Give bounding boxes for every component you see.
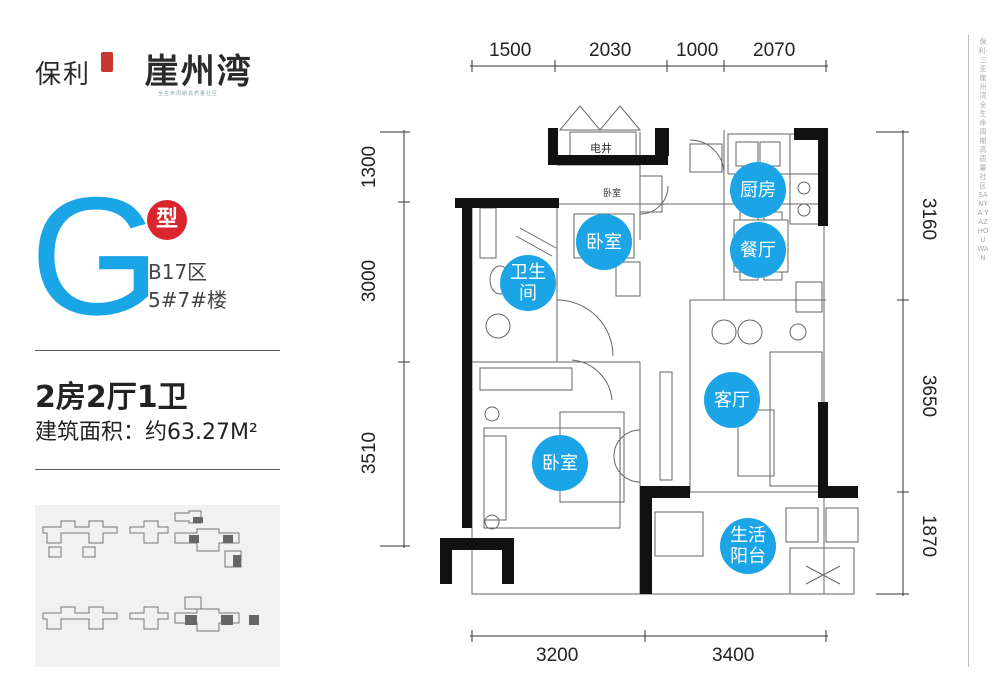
brand-logo-prefix: 保利	[35, 60, 92, 90]
brand-logo-name: 崖州湾	[144, 52, 253, 92]
brand-seal-icon	[101, 52, 113, 72]
room-kitchen-label: 厨房	[740, 179, 776, 201]
dim-right-1: 3160	[918, 197, 939, 241]
room-balcony-label-2: 阳台	[730, 546, 766, 567]
unit-area: 建筑面积：约63.27M²	[35, 420, 258, 445]
room-bathroom: 卫生 间	[500, 255, 556, 311]
dim-right-2: 3650	[918, 374, 939, 418]
dim-bottom-1: 3200	[536, 645, 579, 666]
side-rule	[968, 35, 969, 667]
side-vertical-text: 保利·三亚崖州湾 全生命周期高质量社区 SANYA YAZHOUWAN	[977, 38, 989, 262]
room-dining-label: 餐厅	[740, 239, 776, 261]
dim-left-3: 3510	[359, 431, 380, 475]
unit-layout: 2房2厅1卫	[35, 380, 188, 415]
divider-bottom	[35, 469, 280, 470]
structural-walls	[440, 128, 858, 594]
unit-type-letter: G	[30, 162, 161, 350]
dim-left-2: 3000	[359, 259, 380, 303]
dim-right-3: 1870	[918, 514, 939, 558]
room-bathroom-label-1: 卫生	[510, 262, 546, 283]
room-bathroom-label-2: 间	[519, 283, 537, 304]
room-balcony: 生活 阳台	[720, 518, 776, 574]
divider-top	[35, 350, 280, 351]
elevator-shaft-label: 电井	[590, 142, 612, 155]
room-bedroom-top: 卧室	[576, 214, 632, 270]
room-balcony-label-1: 生活	[730, 525, 766, 546]
dim-top-1: 1500	[489, 40, 532, 61]
room-living: 客厅	[704, 372, 760, 428]
unit-buildings: 5#7#楼	[148, 288, 227, 312]
unit-type-badge: 型	[147, 200, 187, 240]
brand-logo: 保利 崖州湾	[35, 44, 253, 93]
dim-top-2: 2030	[589, 40, 632, 61]
room-living-label: 客厅	[714, 389, 750, 411]
room-dining: 餐厅	[730, 222, 786, 278]
room-bedroom-bottom: 卧室	[532, 435, 588, 491]
dim-left-1: 1300	[359, 145, 380, 189]
unit-zone-info: B17区 5#7#楼	[148, 258, 227, 314]
interior-lines	[471, 105, 859, 595]
key-plan-graphic	[42, 510, 259, 632]
dimension-lines	[380, 60, 909, 642]
room-bedroom-bottom-label: 卧室	[542, 452, 578, 474]
brand-subtitle: 全生命周期高质量社区	[158, 91, 219, 97]
key-plan	[35, 505, 280, 667]
unit-zone: B17区	[148, 260, 208, 284]
dim-top-4: 2070	[753, 40, 796, 61]
small-bedroom-label: 卧室	[603, 189, 622, 199]
dim-bottom-2: 3400	[712, 645, 755, 666]
dim-top-3: 1000	[676, 40, 719, 61]
room-bedroom-top-label: 卧室	[586, 231, 622, 253]
room-kitchen: 厨房	[730, 162, 786, 218]
